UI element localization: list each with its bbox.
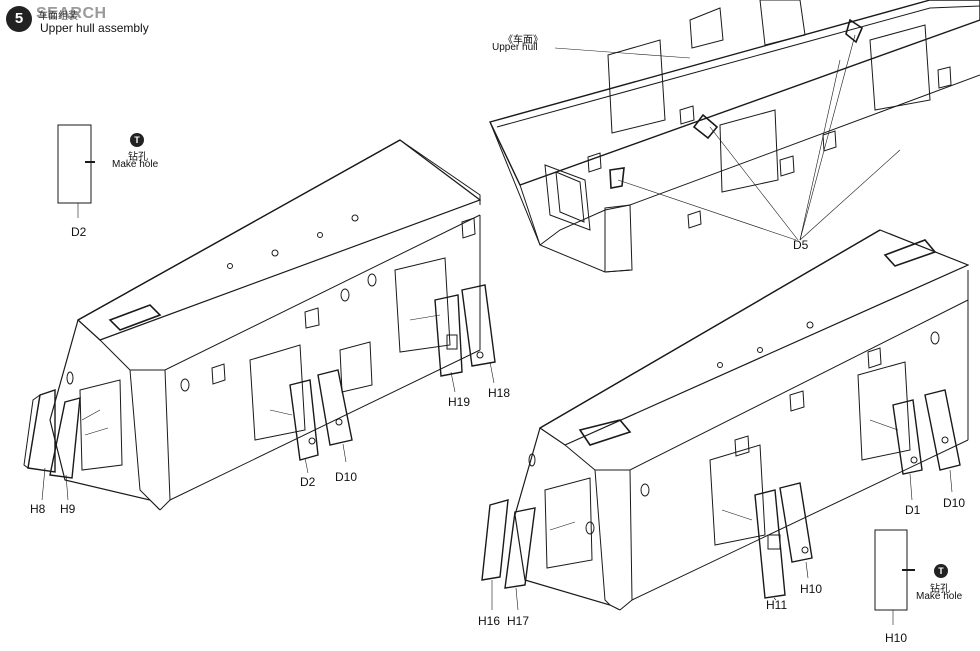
make-hole-note-chinese: 钻孔 <box>930 584 950 595</box>
part-label: H17 <box>507 614 530 628</box>
left-hull-drawing <box>23 139 496 511</box>
detail-part-d2 <box>57 124 95 218</box>
make-hole-note-chinese: 钻孔 <box>128 152 148 163</box>
make-hole-note: Make hole <box>112 159 159 170</box>
upper-hull-drawing <box>489 0 980 273</box>
part-label: H10 <box>885 631 908 645</box>
part-label: H9 <box>60 502 76 516</box>
make-hole-note: Make hole <box>916 591 963 602</box>
part-label: D10 <box>943 496 966 510</box>
part-label: H10 <box>800 582 823 596</box>
part-label: D2 <box>71 225 87 239</box>
upper-hull-label-chinese: 《车面》 <box>503 35 543 46</box>
part-label: D2 <box>300 475 316 489</box>
part-label: D1 <box>905 503 921 517</box>
part-label: D10 <box>335 470 358 484</box>
step-title-chinese: 车面组装 <box>38 11 78 22</box>
drill-tool-icon: T <box>934 564 948 578</box>
part-label: H11 <box>766 598 788 612</box>
step-title: Upper hull assembly <box>40 21 149 35</box>
part-label: H19 <box>448 395 471 409</box>
part-label: H16 <box>478 614 501 628</box>
upper-hull-label: Upper hull <box>492 42 538 53</box>
drill-tool-icon: T <box>130 133 144 147</box>
right-hull-drawing <box>481 229 970 611</box>
part-label: D5 <box>793 238 809 252</box>
part-label: H8 <box>30 502 46 516</box>
step-number-badge: 5 <box>6 6 32 32</box>
part-label: H18 <box>488 386 511 400</box>
watermark: SEARCH <box>36 5 107 22</box>
detail-part-h10 <box>874 529 915 625</box>
